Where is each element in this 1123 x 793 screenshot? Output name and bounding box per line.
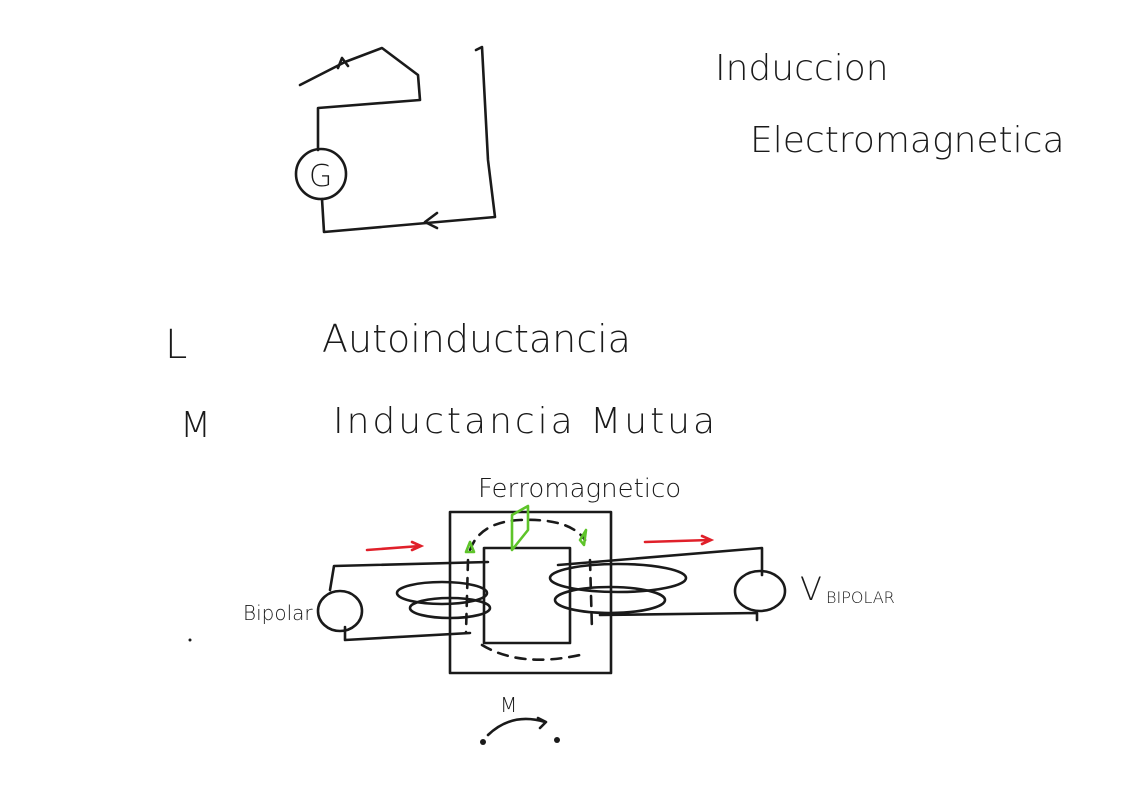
symbol-M: M bbox=[180, 405, 211, 446]
title-line-1: Induccion bbox=[715, 48, 889, 89]
right-source-icon bbox=[733, 569, 787, 613]
galvanometer-label: G bbox=[309, 159, 332, 194]
mutual-label: M bbox=[500, 693, 517, 717]
right-source-label-sub: BIPOLAR bbox=[826, 588, 895, 607]
core-label: Ferromagnetico bbox=[478, 474, 681, 504]
core-window bbox=[482, 546, 572, 645]
term-autoinductancia: Autoinductancia bbox=[322, 317, 631, 361]
current-arrow-right bbox=[643, 534, 715, 546]
galvanometer-circuit: G bbox=[294, 45, 497, 234]
right-source-label-main: V bbox=[800, 570, 822, 608]
current-arrow-left bbox=[365, 540, 425, 552]
transformer-diagram: Ferromagnetico Bipolar V BIPOLAR M bbox=[243, 474, 895, 745]
core-outer bbox=[448, 510, 613, 675]
left-source-icon bbox=[316, 589, 364, 633]
term-inductancia-mutua: Inductancia Mutua bbox=[333, 401, 718, 442]
left-source-label: Bipolar bbox=[243, 601, 313, 625]
flux-marks bbox=[464, 504, 588, 554]
symbol-L: L bbox=[165, 322, 187, 368]
title-line-2: Electromagnetica bbox=[750, 120, 1065, 161]
